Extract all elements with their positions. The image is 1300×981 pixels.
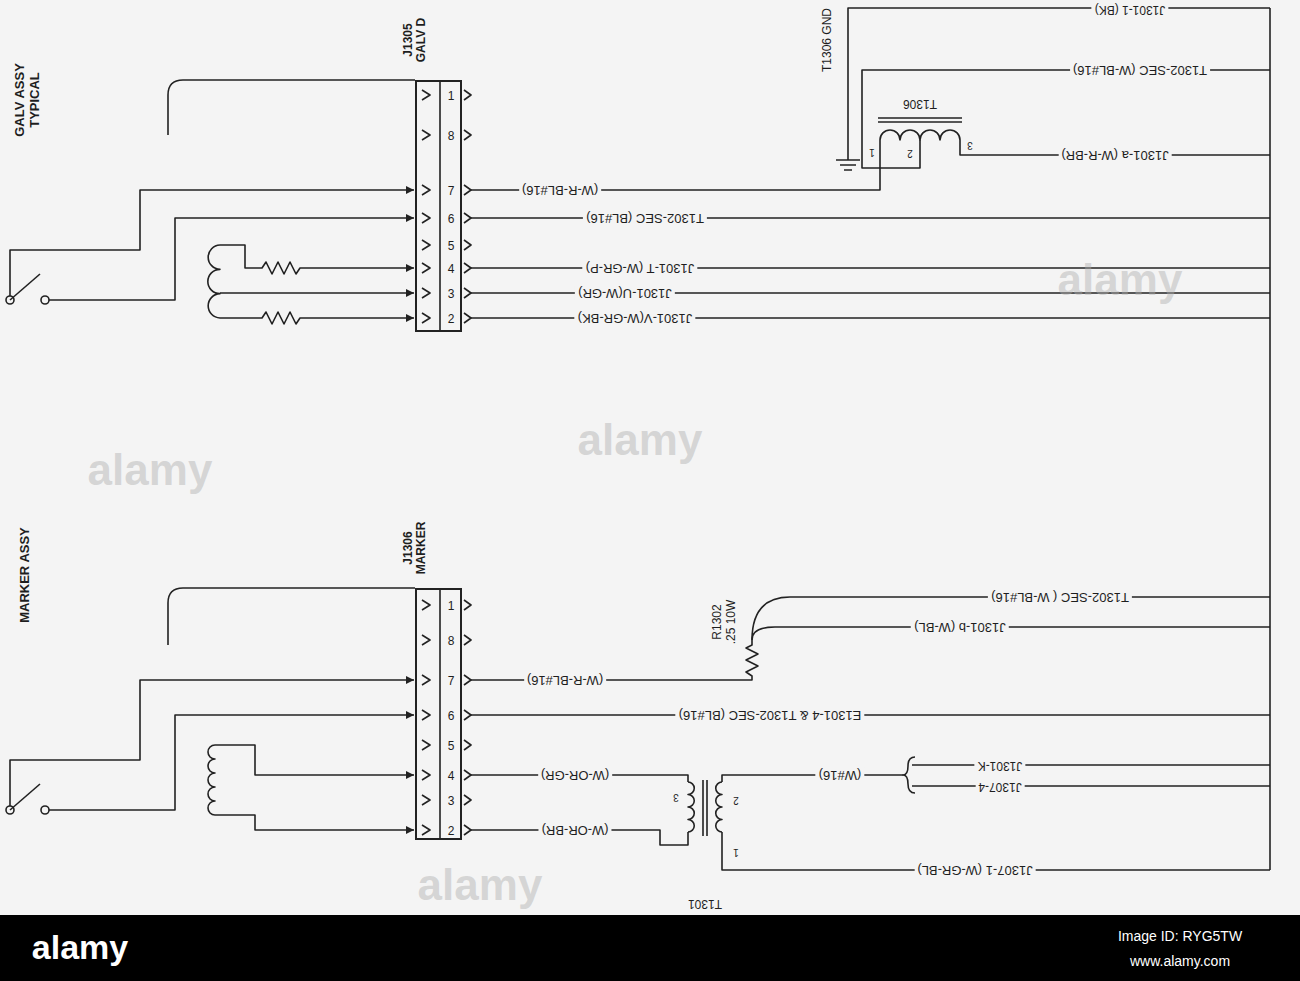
terminal-number: 2	[730, 794, 742, 806]
watermark-bar	[0, 915, 1300, 981]
terminal-number: 1	[866, 146, 878, 158]
wire-label: J1307-1 (W-GR-BL)	[914, 863, 1035, 878]
terminal-number: 1	[730, 846, 742, 858]
wire-label: (W-OR-BR)	[539, 823, 612, 838]
transformer-core	[878, 118, 962, 122]
pin-number: 3	[448, 795, 455, 808]
pin-number: 6	[448, 213, 455, 226]
switch-blade	[10, 784, 40, 810]
pin-number: 7	[448, 675, 455, 688]
harness-wire	[912, 765, 1270, 786]
lead-wire	[215, 745, 414, 775]
terminal-number: 3	[964, 139, 976, 151]
harness-wire	[752, 627, 1270, 640]
wire-label: J1301-V(W-GR-BK)	[575, 311, 696, 326]
pin-contact	[464, 90, 471, 323]
wire-label: T1302-SEC (BL#16)	[583, 211, 707, 226]
pin-contact	[464, 600, 471, 835]
wire-bracket	[903, 757, 915, 793]
assembly-title: MARKER ASSY	[18, 524, 33, 626]
component-label: T1301	[685, 896, 725, 910]
connector-housing	[168, 588, 415, 645]
pin-number: 4	[448, 770, 455, 783]
resistor-symbol	[220, 312, 414, 324]
pin-number: 1	[448, 600, 455, 613]
pin-number: 1	[448, 90, 455, 103]
image-id: Image ID: RYG5TW	[1115, 928, 1245, 944]
wire-label: E1301-4 & T1302-SEC (BL#16)	[676, 708, 865, 723]
harness-wire	[862, 70, 1270, 168]
harness-wire	[848, 8, 1270, 160]
pin-number: 2	[448, 825, 455, 838]
lead-wire	[215, 815, 414, 830]
pin-number: 5	[448, 240, 455, 253]
pin-number: 4	[448, 263, 455, 276]
connector-housing	[168, 80, 415, 135]
resistor-symbol	[220, 245, 414, 274]
wire-label: T1302-SEC ( W-BL#16)	[988, 590, 1132, 605]
wire-label: (W-R-BL#16)	[524, 673, 606, 688]
pin-contact	[422, 600, 430, 835]
transformer-coil	[688, 782, 694, 832]
pin-number: 3	[448, 288, 455, 301]
harness-wire	[471, 218, 1270, 318]
watermark: alamy	[85, 445, 216, 496]
wire-label: T1302-SEC (W-BL#16)	[1070, 63, 1210, 78]
coil-symbol	[208, 245, 220, 318]
pin-number: 8	[448, 130, 455, 143]
lead-wire	[49, 715, 414, 810]
harness-wire	[722, 775, 903, 782]
transformer-core	[703, 780, 707, 836]
wire-label: (W-R-BL#16)	[519, 183, 601, 198]
wire-label: J1301-K	[975, 758, 1026, 772]
connector-designator: J1306 MARKER	[402, 518, 428, 578]
resistor-symbol	[471, 640, 758, 680]
lead-wire	[49, 218, 414, 300]
pin-number: 7	[448, 185, 455, 198]
terminal-number: 2	[904, 147, 916, 159]
harness-wire	[471, 714, 1270, 716]
harness-trunk	[1269, 8, 1271, 870]
connector-divider	[439, 80, 441, 840]
component-label: T1306 GND	[821, 5, 835, 75]
pin-number: 6	[448, 710, 455, 723]
transformer-coil	[716, 782, 722, 832]
wire-label: J1301-b (W-BL)	[911, 620, 1009, 635]
wire-label: J1301-U(W-GR)	[575, 286, 675, 301]
pin-contact	[422, 90, 430, 323]
wiring	[6, 8, 1270, 870]
wire-label: J1307-4	[975, 779, 1024, 793]
lead-wire	[220, 292, 414, 294]
component-label: T1306	[900, 96, 940, 110]
connector-designator: J1305 GALV D	[402, 10, 428, 70]
wire-label: J1301-a (W-R-BR)	[1058, 148, 1171, 163]
connector-block: J1306 MARKER18765432	[415, 588, 462, 840]
ground-symbol	[836, 160, 860, 170]
wire-label: J1301-1 (BK)	[1092, 2, 1169, 16]
transformer-coil	[880, 130, 960, 140]
watermark: alamy	[575, 415, 706, 466]
lead-wire	[10, 190, 414, 296]
resistor-label: R1302 .25 10W	[711, 594, 739, 650]
watermark-logo: alamy	[29, 928, 131, 967]
pin-number: 2	[448, 313, 455, 326]
wire-label: (W-OR-GR)	[538, 768, 612, 783]
watermark: alamy	[1055, 255, 1186, 306]
wire-label: J1301-T (W-GR-P)	[583, 261, 698, 276]
watermark: alamy	[415, 860, 546, 911]
switch-blade	[10, 274, 40, 300]
pin-number: 5	[448, 740, 455, 753]
pin-number: 8	[448, 635, 455, 648]
coil-symbol	[208, 745, 215, 815]
wire-label: (W#16)	[816, 768, 865, 783]
switch-contact	[41, 806, 49, 814]
connector-block: J1305 GALV D18765432	[415, 80, 462, 332]
watermark-url: www.alamy.com	[1127, 953, 1233, 969]
switch-contact	[41, 296, 49, 304]
assembly-title: GALV ASSY TYPICAL	[13, 56, 43, 144]
terminal-number: 3	[670, 791, 682, 803]
